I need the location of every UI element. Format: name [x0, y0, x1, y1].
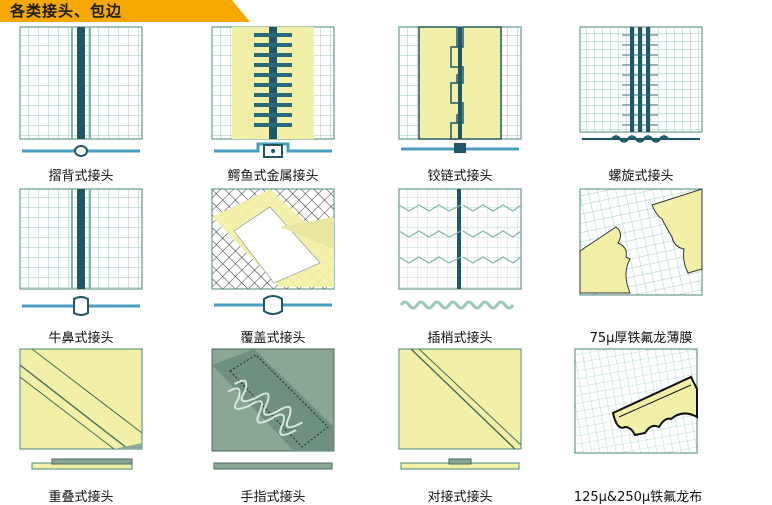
joint-cell-butt: [397, 347, 523, 477]
joint-cell-bull-nose: [18, 187, 144, 322]
section-title: 各类接头、包边: [10, 2, 123, 20]
joint-cell-spiral: [578, 25, 704, 160]
caption-7: 插梢式接头: [427, 331, 493, 346]
butt-joint-icon: [398, 348, 522, 470]
section-banner: 各类接头、包边: [0, 0, 250, 22]
caption-5: 牛鼻式接头: [48, 331, 114, 346]
caption-2: 鳄鱼式金属接头: [227, 169, 319, 184]
banner-shape: [0, 0, 250, 22]
alligator-metal-joint-icon: [211, 26, 335, 158]
caption-3: 铰链式接头: [427, 169, 493, 184]
caption-1: 摺背式接头: [48, 169, 114, 184]
caption-6: 覆盖式接头: [240, 331, 306, 346]
joint-cell-overlay: [210, 187, 336, 322]
folded-back-joint-icon: [19, 26, 143, 157]
caption-4: 螺旋式接头: [608, 169, 674, 184]
joint-cell-overlap: [18, 347, 144, 477]
finger-joint-icon: [211, 348, 335, 470]
75u-ptfe-film-edge-icon: [579, 188, 703, 296]
joint-cell-125u-250u-cloth: [573, 347, 699, 477]
joint-cell-alligator: [210, 25, 336, 160]
joint-cell-finger: [210, 347, 336, 477]
caption-9: 重叠式接头: [48, 490, 114, 505]
joint-cell-hinge: [397, 25, 523, 160]
pin-joint-icon: [398, 188, 522, 310]
caption-12: 125μ&250μ铁氟龙布: [573, 490, 703, 505]
caption-8: 75μ厚铁氟龙薄膜: [589, 331, 693, 346]
joint-cell-pin: [397, 187, 523, 322]
joint-cell-folded-back: [18, 25, 144, 160]
hinge-joint-icon: [398, 26, 522, 153]
spiral-joint-icon: [579, 26, 703, 143]
caption-10: 手指式接头: [240, 490, 306, 505]
joint-cell-75u-film: [578, 187, 704, 322]
overlay-joint-icon: [211, 188, 335, 315]
caption-11: 对接式接头: [427, 490, 493, 505]
125u-250u-ptfe-cloth-edge-icon: [574, 348, 698, 454]
overlap-joint-icon: [19, 348, 143, 470]
bull-nose-joint-icon: [19, 188, 143, 316]
